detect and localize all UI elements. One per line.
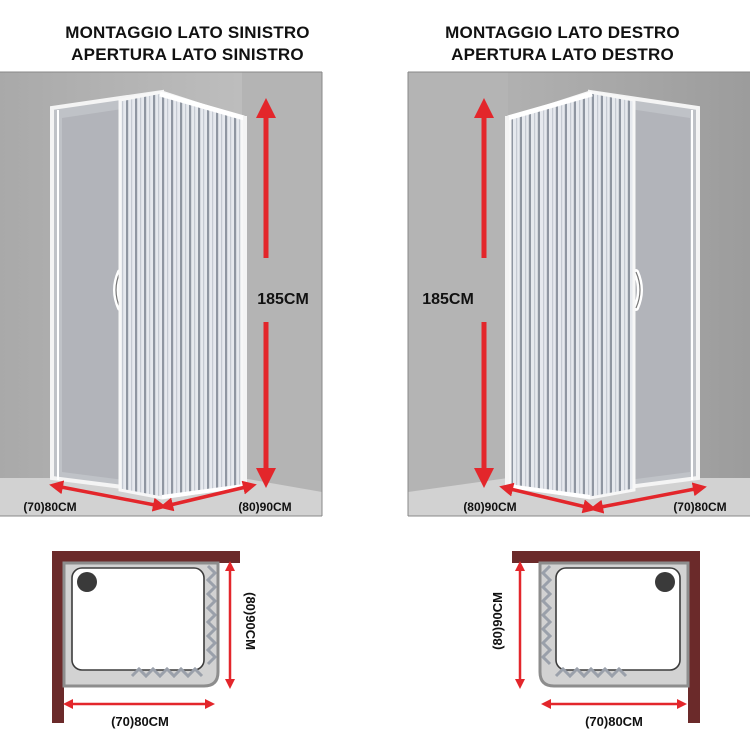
left-plan-bottom-label: (70)80CM <box>111 714 169 729</box>
right-plan-door-side <box>540 564 553 666</box>
left-side-width-label: (80)90CM <box>238 500 291 514</box>
left-front-width-label: (70)80CM <box>23 500 76 514</box>
left-plan-drain <box>77 572 97 592</box>
left-title: MONTAGGIO LATO SINISTRO APERTURA LATO SI… <box>0 22 375 66</box>
right-folding-door <box>505 90 636 500</box>
left-plan-side-label: (80)90CM <box>243 592 258 650</box>
left-plan-door-side <box>205 564 218 666</box>
right-height-label: 185CM <box>422 291 474 308</box>
right-plan-drain <box>655 572 675 592</box>
left-title-line2: APERTURA LATO SINISTRO <box>71 45 304 64</box>
right-front-width-arrow <box>589 482 707 514</box>
right-title-line2: APERTURA LATO DESTRO <box>451 45 674 64</box>
left-plan-door-front <box>130 666 204 679</box>
left-plan-top-wall <box>52 551 240 563</box>
right-side-width-arrow <box>499 482 597 514</box>
left-side-width-arrow <box>159 480 257 512</box>
left-side-wall <box>242 72 322 516</box>
right-plan-bottom-label: (70)80CM <box>585 714 643 729</box>
right-title-line1: MONTAGGIO LATO DESTRO <box>445 23 680 42</box>
right-door-handle-outline <box>635 271 641 309</box>
right-plan-right-wall <box>688 551 700 723</box>
right-plan-view: (80)90CM (70)80CM <box>490 551 700 729</box>
left-perspective-panel: 185CM (70)80CM (80)90CM <box>0 71 323 517</box>
right-title: MONTAGGIO LATO DESTRO APERTURA LATO DEST… <box>375 22 750 66</box>
right-front-width-label: (70)80CM <box>673 500 726 514</box>
left-folding-door <box>118 90 247 500</box>
right-plan-side-label: (80)90CM <box>490 592 505 650</box>
left-height-label: 185CM <box>257 291 309 308</box>
left-front-width-arrow <box>49 480 167 512</box>
right-plan-door-front <box>554 666 628 679</box>
left-plan-left-wall <box>52 551 64 723</box>
right-perspective-panel: 185CM (80)90CM (70)80CM <box>407 71 750 517</box>
right-side-wall <box>408 72 508 516</box>
left-plan-view: (80)90CM (70)80CM <box>52 551 258 729</box>
right-plan-top-wall <box>512 551 700 563</box>
right-side-width-label: (80)90CM <box>463 500 516 514</box>
left-title-line1: MONTAGGIO LATO SINISTRO <box>65 23 310 42</box>
